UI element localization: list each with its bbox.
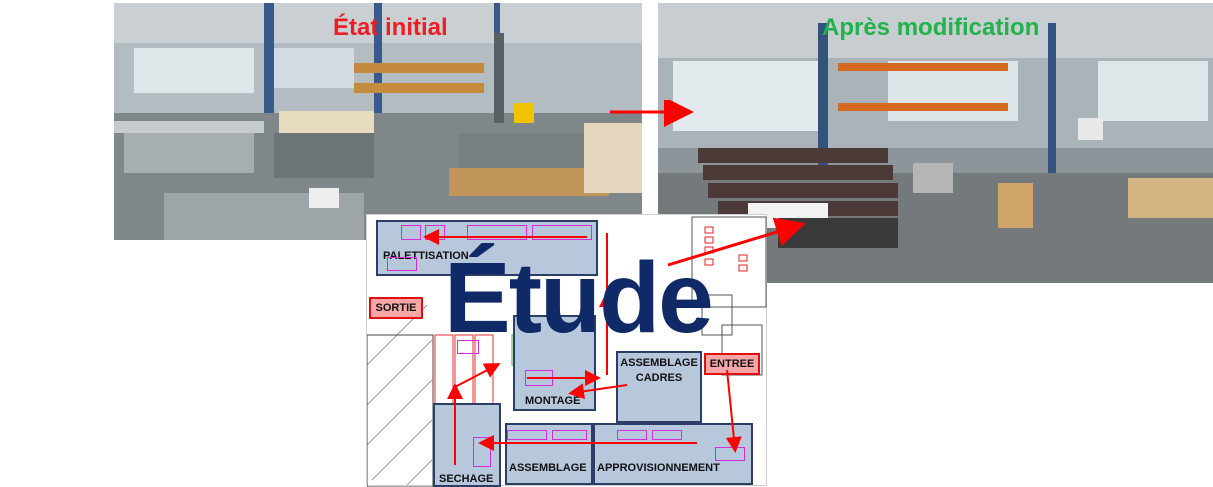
initial-state-title: État initial <box>333 14 448 41</box>
initial-state-illustration <box>114 3 642 240</box>
assemblage-label: ASSEMBLAGE <box>509 462 587 474</box>
equipment-block <box>552 430 587 440</box>
after-modification-photo <box>658 3 1213 283</box>
assemblage-zone <box>505 423 593 485</box>
montage-label: MONTAGE <box>525 395 581 407</box>
sechage-label: SECHAGE <box>439 473 494 485</box>
palettisation-label: PALETTISATION <box>383 250 469 262</box>
floor-plan: PALETTISATION MONTAGE ASSEMBLAGE CADRES … <box>366 214 767 487</box>
equipment-block <box>617 430 647 440</box>
study-title: Étude <box>444 242 714 354</box>
sortie-label: SORTIE <box>369 297 423 319</box>
assemblage-cadres-zone <box>616 351 702 423</box>
equipment-block <box>467 225 527 240</box>
assemblage-cadres-label-1: ASSEMBLAGE <box>620 357 698 369</box>
entree-label: ENTREE <box>704 353 760 375</box>
equipment-block <box>401 225 421 240</box>
equipment-block <box>387 257 417 271</box>
assemblage-cadres-label-2: CADRES <box>635 372 683 384</box>
equipment-block <box>532 225 592 240</box>
flow-arrows <box>423 229 742 465</box>
equipment-block <box>507 430 547 440</box>
palettisation-zone <box>376 220 598 276</box>
after-modification-title: Après modification <box>822 14 1040 41</box>
equipment-block <box>457 340 479 354</box>
transition-arrow <box>610 100 694 127</box>
equipment-block <box>652 430 682 440</box>
after-modification-illustration <box>658 3 1213 283</box>
initial-state-photo <box>114 3 642 240</box>
approvisionnement-label: APPROVISIONNEMENT <box>597 462 720 474</box>
plan-to-photo-arrow <box>667 217 806 267</box>
approvisionnement-zone <box>593 423 753 485</box>
